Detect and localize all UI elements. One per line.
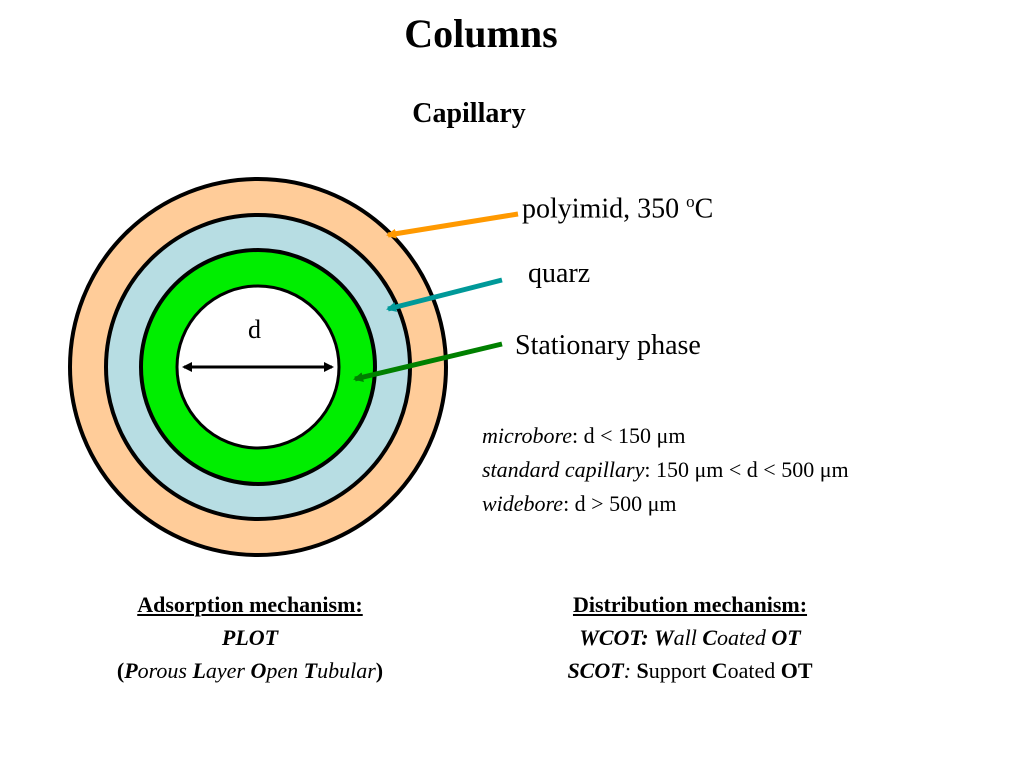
quarz-arrow	[386, 277, 503, 312]
size-row-microbore: microbore: d < 150 μm	[482, 423, 686, 448]
size-row-widebore: widebore: d > 500 μm	[482, 491, 677, 516]
polyimid-arrow	[386, 211, 519, 239]
size-row-standard: standard capillary: 150 μm < d < 500 μm	[482, 457, 849, 482]
plot-expansion: (Porous Layer Open Tubular)	[116, 658, 384, 683]
bore-size-list: microbore: d < 150 μm standard capillary…	[482, 419, 849, 521]
distribution-mechanism: Distribution mechanism: WCOT: Wall Coate…	[500, 588, 880, 687]
adsorption-heading: Adsorption mechanism:	[137, 592, 363, 617]
page-subtitle: Capillary	[412, 98, 526, 129]
diameter-label: d	[248, 315, 261, 344]
adsorption-mechanism: Adsorption mechanism: PLOT (Porous Layer…	[60, 588, 440, 687]
page-title: Columns	[404, 11, 558, 56]
plot-acronym: PLOT	[221, 625, 279, 650]
stationary-phase-label: Stationary phase	[515, 330, 701, 361]
stationary-phase-arrow	[353, 341, 503, 383]
distribution-heading: Distribution mechanism:	[572, 592, 808, 617]
quarz-label: quarz	[528, 258, 591, 289]
scot-line: SCOT: Support Coated OT	[567, 658, 813, 683]
wcot-line: WCOT: Wall Coated OT	[579, 625, 801, 650]
polyimid-label: polyimid, 350 oC	[522, 192, 714, 225]
